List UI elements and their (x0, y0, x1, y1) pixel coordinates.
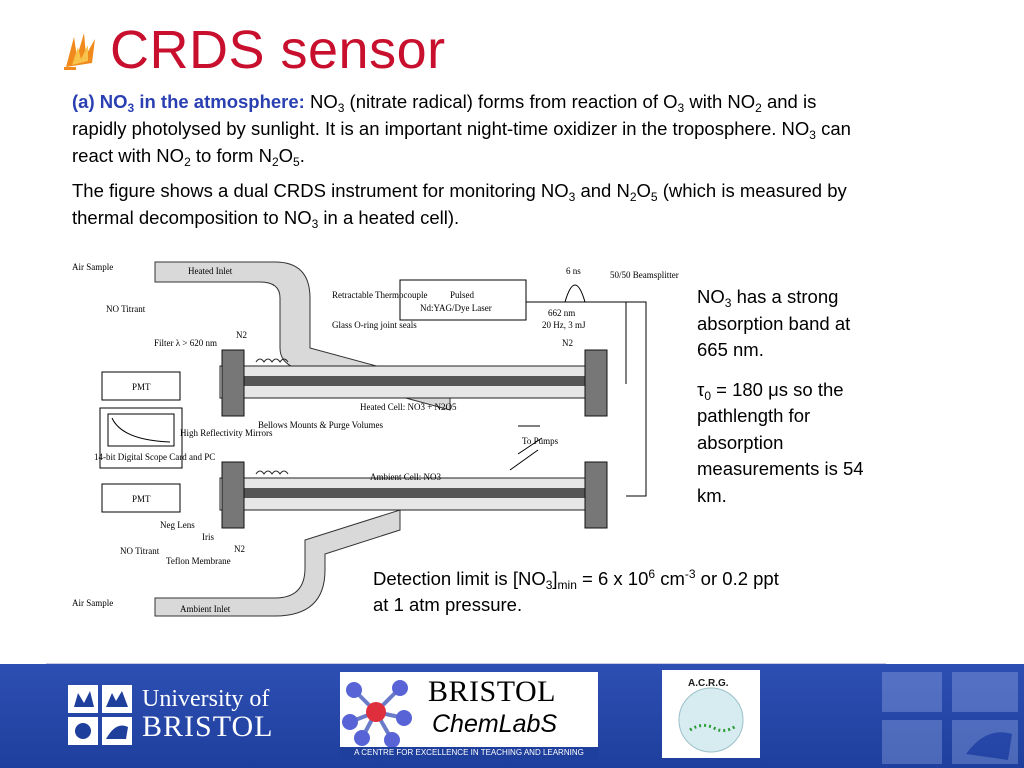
intro-paragraph-2: The figure shows a dual CRDS instrument … (72, 180, 847, 231)
laser-spec-1: 662 nm (548, 308, 575, 318)
n2-bottom-left-label: N2 (234, 544, 245, 554)
retractable-label: Retractable Thermocouple (332, 290, 428, 300)
intro-lead: (a) NO3 in the atmosphere: (72, 91, 305, 115)
intro-text: (a) NO3 in the atmosphere: NO3 (nitrate … (72, 88, 872, 239)
scope-label: 14-bit Digital Scope Card and PC (94, 452, 215, 462)
uob-line-2: BRISTOL (142, 710, 274, 743)
no-titrant-top-label: NO Titrant (106, 304, 146, 314)
bristol-chemlabs-logo: BRISTOL ChemLabS A CENTRE FOR EXCELLENCE… (340, 672, 598, 759)
slide-title: CRDS sensor (110, 20, 446, 80)
crest-watermark-icon (882, 672, 1018, 764)
instrument-schematic: PMT PMT 14-bit Digital Scope Card and PC… (72, 261, 679, 617)
laser-spec-2: 20 Hz, 3 mJ (542, 320, 586, 330)
iris-label: Iris (202, 532, 214, 542)
laser-label-2: Nd:YAG/Dye Laser (420, 303, 492, 313)
glass-oring-label: Glass O-ring joint seals (332, 320, 417, 330)
uob-line-1: University of (142, 686, 270, 712)
ambient-cell-label: Ambient Cell: NO3 (370, 472, 441, 482)
beamsplitter-label: 50/50 Beamsplitter (610, 270, 679, 280)
to-pumps-label: To Pumps (522, 436, 559, 446)
chemlabs-bristol: BRISTOL (428, 675, 556, 708)
pmt-bottom-label: PMT (132, 494, 151, 504)
uob-crest-icon (68, 685, 132, 745)
heated-inlet-label: Heated Inlet (188, 266, 233, 276)
crds-instrument-diagram: PMT PMT 14-bit Digital Scope Card and PC… (70, 258, 695, 628)
heated-cell-label: Heated Cell: NO3 + N2O5 (360, 402, 457, 412)
pulse-label: 6 ns (566, 266, 581, 276)
air-sample-top-label: Air Sample (72, 262, 113, 272)
air-sample-bottom-label: Air Sample (72, 598, 113, 608)
teflon-label: Teflon Membrane (166, 556, 231, 566)
ambient-inlet-label: Ambient Inlet (180, 604, 231, 614)
globe-icon: A.C.R.G. (678, 673, 744, 753)
no-titrant-bottom-label: NO Titrant (120, 546, 160, 556)
footer-divider (46, 663, 886, 664)
side-note-2: τ0 = 180 μs so the pathlength for absorp… (697, 378, 864, 506)
high-refl-label: High Reflectivity Mirrors (180, 428, 273, 438)
pmt-top-label: PMT (132, 382, 151, 392)
neg-lens-label: Neg Lens (160, 520, 195, 530)
university-of-bristol-logo: University of BRISTOL (66, 683, 273, 747)
title-row: CRDS sensor (62, 18, 446, 82)
acrg-logo: A.C.R.G. (662, 670, 760, 758)
side-note-1: NO3 has a strong absorption band at 665 … (697, 286, 851, 360)
n2-top-right-label: N2 (562, 338, 573, 348)
side-note: NO3 has a strong absorption band at 665 … (697, 284, 882, 522)
laser-label-1: Pulsed (450, 290, 475, 300)
n2-top-left-label: N2 (236, 330, 247, 340)
intro-paragraph-1: (a) NO3 in the atmosphere: NO3 (nitrate … (72, 91, 851, 169)
chemlabs-name: ChemLabS (432, 710, 558, 738)
filter-label: Filter λ > 620 nm (154, 338, 217, 348)
molecule-icon (342, 680, 412, 748)
detection-limit: Detection limit is [NO3]min = 6 x 106 cm… (373, 567, 779, 615)
chemlabs-strapline: A CENTRE FOR EXCELLENCE IN TEACHING AND … (340, 747, 598, 759)
flame-bullet-icon (64, 33, 95, 70)
acrg-text: A.C.R.G. (688, 678, 729, 689)
bellows-label: Bellows Mounts & Purge Volumes (258, 420, 384, 430)
